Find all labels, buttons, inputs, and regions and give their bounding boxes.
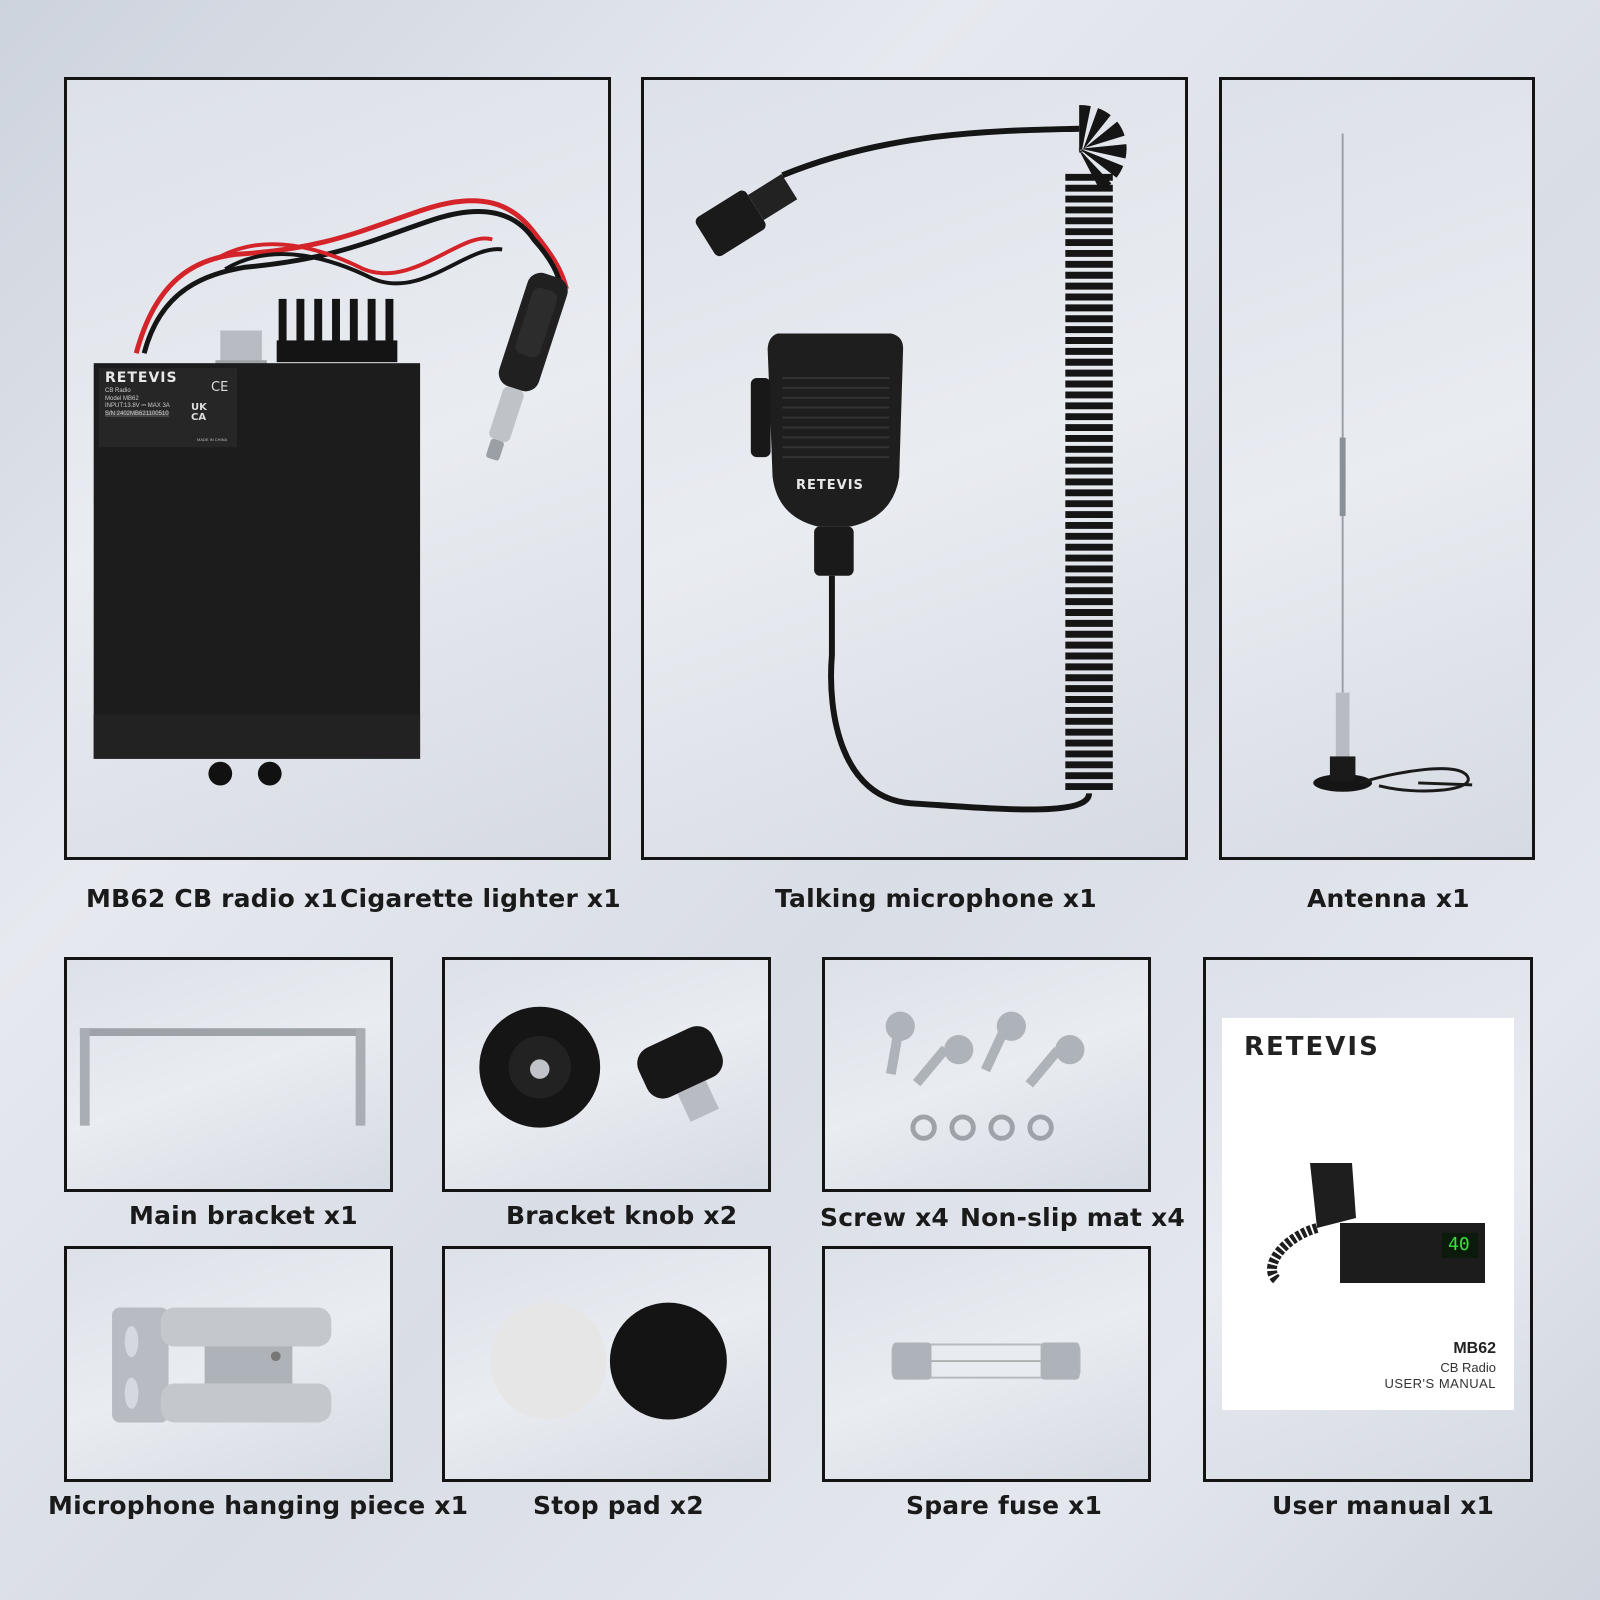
radio-label-line4: S/N 2402MB621100510 xyxy=(105,411,169,417)
label-knob: Bracket knob x2 xyxy=(506,1201,738,1230)
panel-knob xyxy=(442,957,771,1192)
panel-manual: RETEVIS 40 MB62 CB Radio USER'S MANUAL xyxy=(1203,957,1533,1482)
manual-display: 40 xyxy=(1448,1234,1470,1255)
manual-brand-logo: RETEVIS xyxy=(1244,1032,1380,1062)
bracket-image xyxy=(79,1028,366,1126)
manual-cover: RETEVIS 40 MB62 CB Radio USER'S MANUAL xyxy=(1222,1018,1514,1410)
panel-screws xyxy=(822,957,1151,1192)
manual-radio-illustration xyxy=(1267,1163,1485,1284)
stop-pad-image xyxy=(490,1302,727,1420)
radio-label-line1: CB Radio xyxy=(105,388,131,394)
radio-label-line3: INPUT:13.8V ⎓ MAX 3A xyxy=(105,403,170,409)
label-hanger: Microphone hanging piece x1 xyxy=(48,1491,469,1520)
panel-hanger xyxy=(64,1246,393,1482)
panel-bracket xyxy=(64,957,393,1192)
label-pad: Stop pad x2 xyxy=(533,1491,704,1520)
manual-model: MB62 xyxy=(1453,1340,1496,1357)
screws-image xyxy=(885,1011,1085,1141)
radio-ukca-mark-1: UK xyxy=(191,402,207,413)
radio-label-line2: Model MB62 xyxy=(105,396,139,402)
label-antenna: Antenna x1 xyxy=(1307,884,1470,913)
microphone-brand-logo: RETEVIS xyxy=(796,478,864,493)
manual-doc-title: USER'S MANUAL xyxy=(1384,1376,1496,1391)
heatsink xyxy=(276,298,398,363)
radio-ce-mark: CE xyxy=(211,380,229,395)
label-bracket: Main bracket x1 xyxy=(129,1201,358,1230)
hanger-image xyxy=(112,1307,332,1423)
panel-stop-pad xyxy=(442,1246,771,1482)
panel-microphone: RETEVIS xyxy=(641,77,1188,860)
label-lighter: Cigarette lighter x1 xyxy=(340,884,621,913)
antenna-image xyxy=(1313,133,1473,793)
panel-fuse xyxy=(822,1246,1151,1482)
microphone-image xyxy=(695,105,1127,813)
radio-image xyxy=(93,198,569,786)
fuse-image xyxy=(891,1342,1081,1380)
label-microphone: Talking microphone x1 xyxy=(775,884,1097,913)
label-mat: Non-slip mat x4 xyxy=(960,1203,1185,1232)
knob-image xyxy=(479,1006,723,1128)
label-screw: Screw x4 xyxy=(820,1203,950,1232)
panel-antenna xyxy=(1219,77,1535,860)
radio-brand-logo: RETEVIS xyxy=(105,370,178,386)
radio-made-in: MADE IN CHINA xyxy=(197,437,228,442)
label-radio: MB62 CB radio x1 xyxy=(86,884,338,913)
manual-subtitle: CB Radio xyxy=(1440,1360,1496,1375)
label-manual: User manual x1 xyxy=(1272,1491,1495,1520)
label-fuse: Spare fuse x1 xyxy=(906,1491,1103,1520)
panel-radio: RETEVIS CB Radio Model MB62 INPUT:13.8V … xyxy=(64,77,611,860)
radio-ukca-mark-2: CA xyxy=(191,412,207,423)
